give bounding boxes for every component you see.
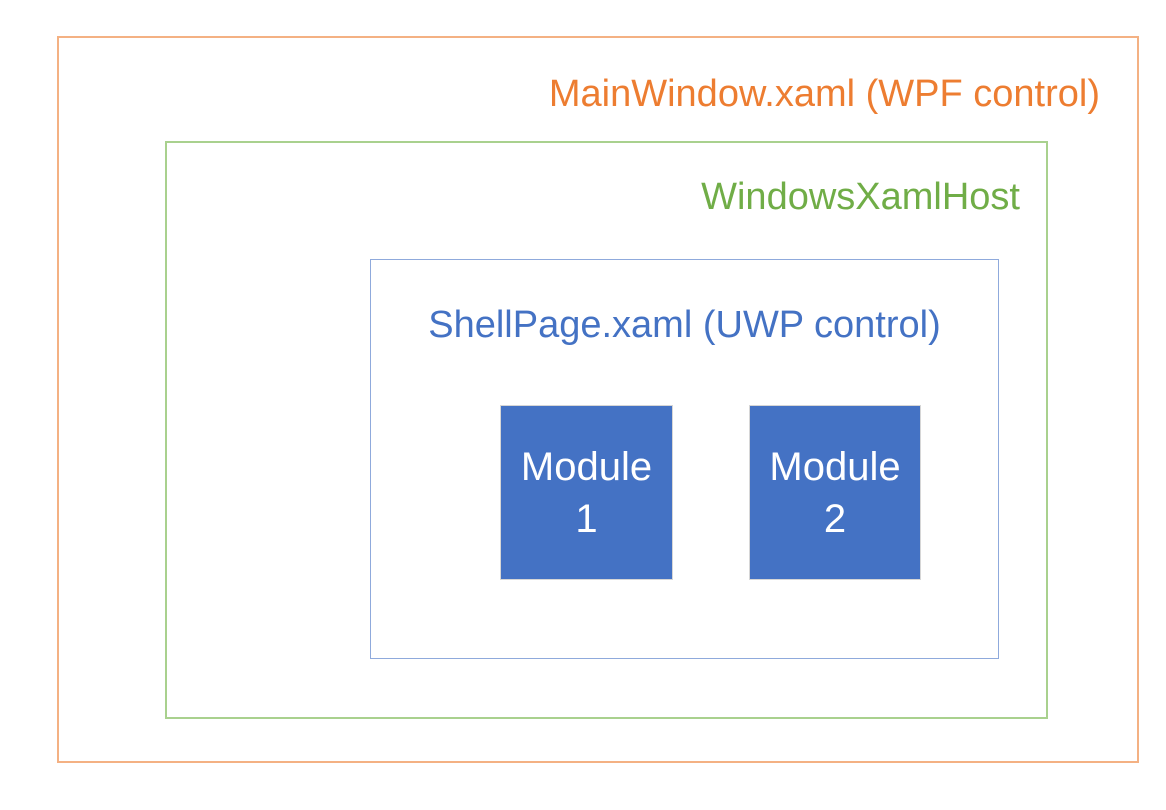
module-1-box: Module 1 (500, 405, 673, 580)
shellpage-box: ShellPage.xaml (UWP control) Module 1 Mo… (370, 259, 999, 659)
module-1-name: Module (520, 444, 653, 489)
wpf-mainwindow-label: MainWindow.xaml (WPF control) (548, 73, 1100, 115)
module-2-name: Module (769, 444, 901, 489)
module-2-number: 2 (823, 496, 847, 541)
shellpage-label: ShellPage.xaml (UWP control) (428, 304, 941, 346)
module-1-number: 1 (575, 496, 598, 541)
wpf-mainwindow-box: MainWindow.xaml (WPF control) WindowsXam… (57, 36, 1139, 763)
windows-xaml-host-box: WindowsXamlHost ShellPage.xaml (UWP cont… (165, 141, 1048, 719)
module-2-box: Module 2 (749, 405, 921, 580)
windows-xaml-host-label: WindowsXamlHost (701, 176, 1020, 218)
